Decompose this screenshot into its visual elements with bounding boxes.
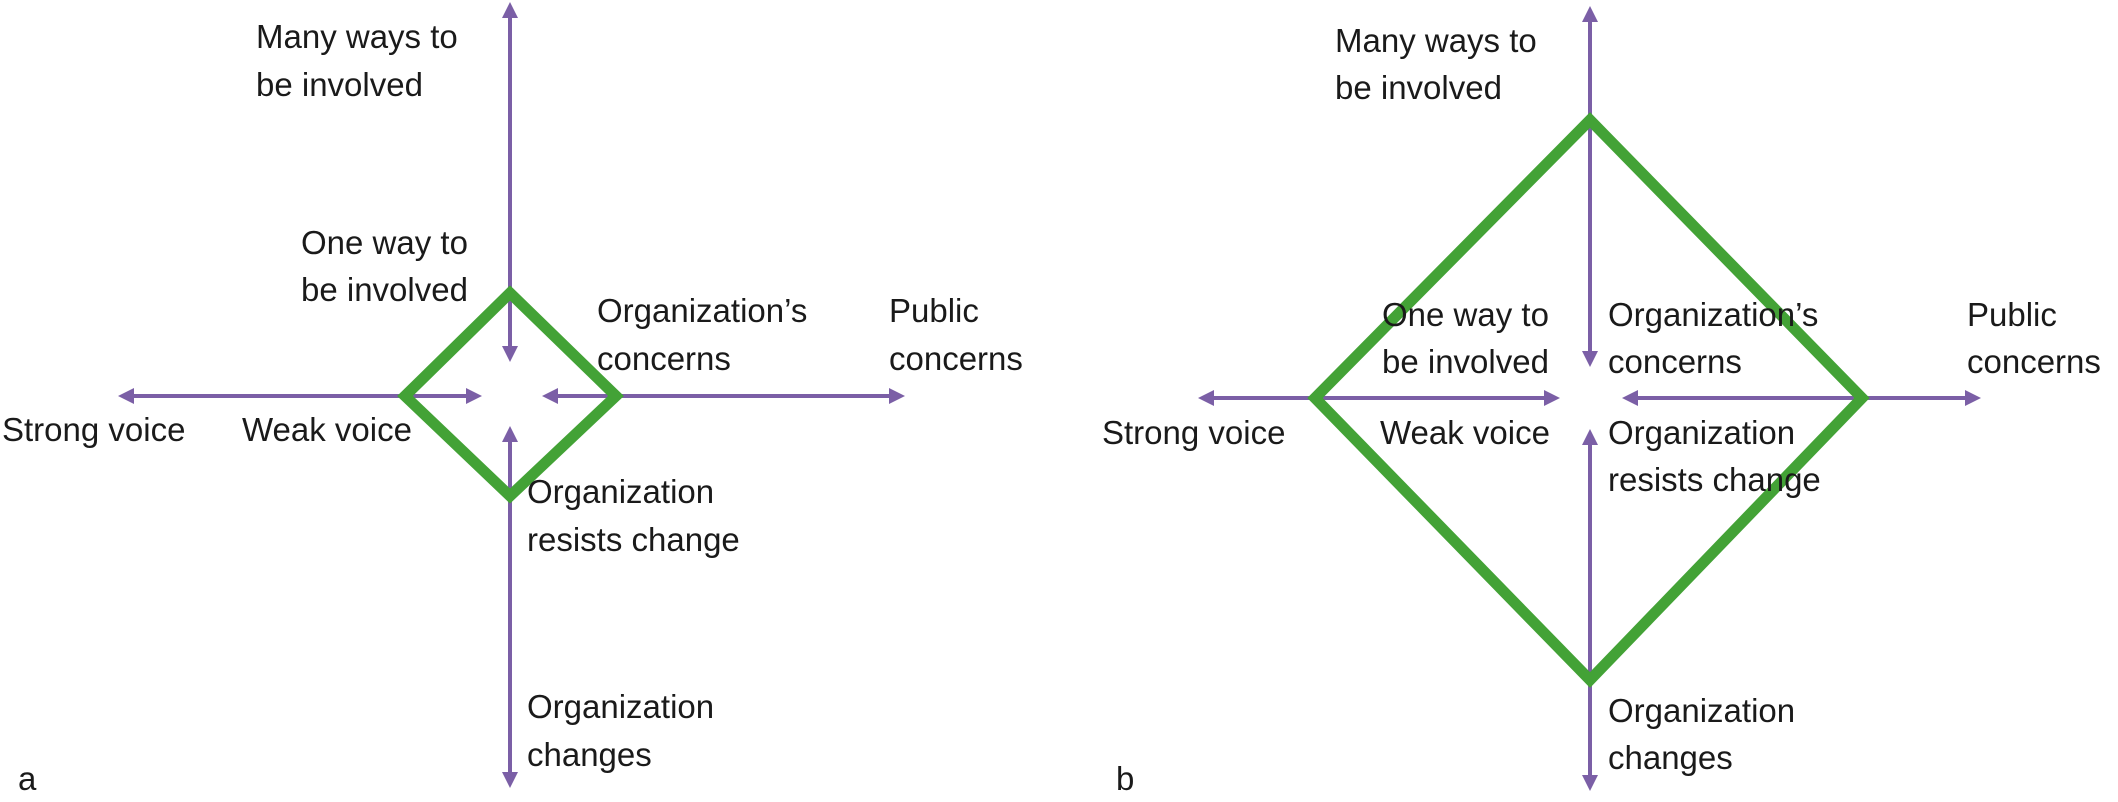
label-b-many-ways-1: Many ways to (1335, 22, 1537, 59)
label-a-org-concerns-2: concerns (597, 340, 731, 377)
label-b-one-way-2: be involved (1382, 343, 1549, 380)
axis-a-up (502, 2, 518, 362)
label-b-public-concerns-2: concerns (1967, 343, 2101, 380)
label-a-many-ways-1: Many ways to (256, 18, 458, 55)
axis-b-down (1582, 429, 1598, 791)
label-b-org-concerns-1: Organization’s (1608, 296, 1818, 333)
axis-b-left (1198, 390, 1560, 406)
label-a-public-concerns-1: Public (889, 292, 979, 329)
panel-b: Many ways to be involved One way to be i… (1102, 6, 2101, 797)
axis-a-down (502, 426, 518, 788)
axis-b-right (1622, 390, 1981, 406)
axis-a-right (542, 388, 905, 404)
label-b-many-ways-2: be involved (1335, 69, 1502, 106)
label-a-resists-1: Organization (527, 473, 714, 510)
label-b-changes-1: Organization (1608, 692, 1795, 729)
label-a-changes-2: changes (527, 736, 652, 773)
label-b-resists-2: resists change (1608, 461, 1821, 498)
label-a-resists-2: resists change (527, 521, 740, 558)
label-a-many-ways-2: be involved (256, 66, 423, 103)
panel-label-b: b (1116, 760, 1134, 797)
label-a-one-way-2: be involved (301, 271, 468, 308)
label-a-org-concerns-1: Organization’s (597, 292, 807, 329)
axis-b-up (1582, 6, 1598, 367)
diamond-b (1307, 112, 1870, 688)
label-a-weak-voice: Weak voice (242, 411, 412, 448)
label-b-resists-1: Organization (1608, 414, 1795, 451)
panel-a: Many ways to be involved One way to be i… (2, 2, 1023, 797)
label-a-one-way-1: One way to (301, 224, 468, 261)
label-b-org-concerns-2: concerns (1608, 343, 1742, 380)
label-a-strong-voice: Strong voice (2, 411, 185, 448)
label-b-strong-voice: Strong voice (1102, 414, 1285, 451)
label-b-weak-voice: Weak voice (1380, 414, 1550, 451)
label-b-changes-2: changes (1608, 739, 1733, 776)
label-b-public-concerns-1: Public (1967, 296, 2057, 333)
label-a-changes-1: Organization (527, 688, 714, 725)
panel-label-a: a (18, 760, 37, 797)
diamond-a (397, 285, 624, 504)
label-b-one-way-1: One way to (1382, 296, 1549, 333)
axis-a-left (118, 388, 482, 404)
label-a-public-concerns-2: concerns (889, 340, 1023, 377)
